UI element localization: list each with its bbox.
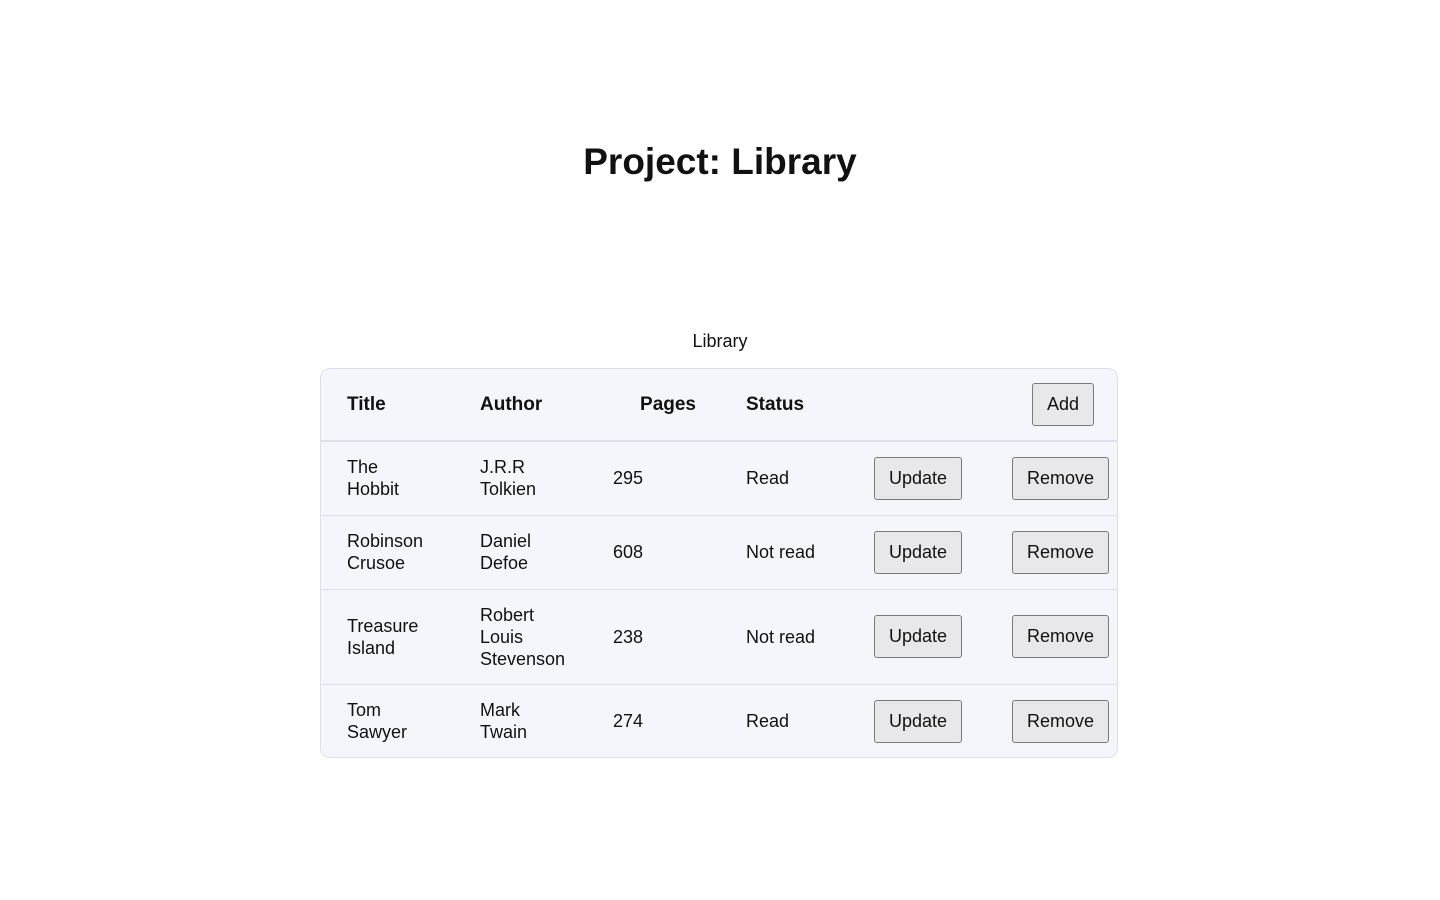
table-row: Robinson Crusoe Daniel Defoe 608 Not rea… (321, 515, 1117, 589)
page-title: Project: Library (583, 141, 857, 182)
remove-cell: Remove (986, 441, 1117, 515)
column-header-author: Author (480, 393, 543, 415)
update-cell: Update (853, 441, 986, 515)
book-author: J.R.R Tolkien (480, 457, 537, 500)
library-table: Title Author Pages Status Add The Hobbit… (321, 369, 1117, 757)
library-table-container: Title Author Pages Status Add The Hobbit… (320, 368, 1118, 758)
table-row: Treasure Island Robert Louis Stevenson 2… (321, 589, 1117, 684)
table-header-row: Title Author Pages Status Add (321, 369, 1117, 441)
book-pages: 274 (613, 711, 644, 732)
book-pages: 295 (613, 468, 644, 489)
remove-button[interactable]: Remove (1011, 615, 1109, 658)
book-title: Treasure Island (347, 615, 419, 658)
book-pages: 608 (613, 542, 644, 562)
update-cell: Update (853, 684, 986, 757)
remove-cell: Remove (986, 589, 1117, 684)
add-cell: Add (986, 369, 1117, 441)
book-status: Read (746, 711, 790, 732)
column-header-status: Status (746, 393, 805, 415)
column-header-title: Title (347, 393, 386, 415)
update-button[interactable]: Update (873, 615, 962, 658)
table-caption: Library (692, 331, 748, 351)
column-header-pages: Pages (640, 393, 696, 415)
update-cell: Update (853, 515, 986, 589)
remove-button[interactable]: Remove (1011, 456, 1109, 500)
column-header-empty (853, 369, 986, 441)
book-status: Read (746, 468, 790, 489)
table-row: Tom Sawyer Mark Twain 274 Read Update Re… (321, 684, 1117, 757)
book-author: Mark Twain (480, 700, 528, 743)
book-pages: 238 (613, 626, 644, 647)
book-author: Robert Louis Stevenson (480, 604, 566, 669)
remove-cell: Remove (986, 515, 1117, 589)
update-cell: Update (853, 589, 986, 684)
book-status: Not read (746, 626, 816, 647)
update-button[interactable]: Update (873, 530, 962, 574)
remove-button[interactable]: Remove (1011, 530, 1109, 574)
remove-cell: Remove (986, 684, 1117, 757)
book-title: The Hobbit (347, 457, 400, 500)
table-row: The Hobbit J.R.R Tolkien 295 Read Update… (321, 441, 1117, 515)
book-title: Tom Sawyer (347, 700, 408, 743)
book-title: Robinson Crusoe (347, 531, 424, 573)
add-book-button[interactable]: Add (1031, 383, 1094, 426)
remove-button[interactable]: Remove (1011, 699, 1109, 743)
update-button[interactable]: Update (873, 699, 962, 743)
book-status: Not read (746, 542, 816, 562)
update-button[interactable]: Update (873, 456, 962, 500)
book-author: Daniel Defoe (480, 531, 532, 573)
